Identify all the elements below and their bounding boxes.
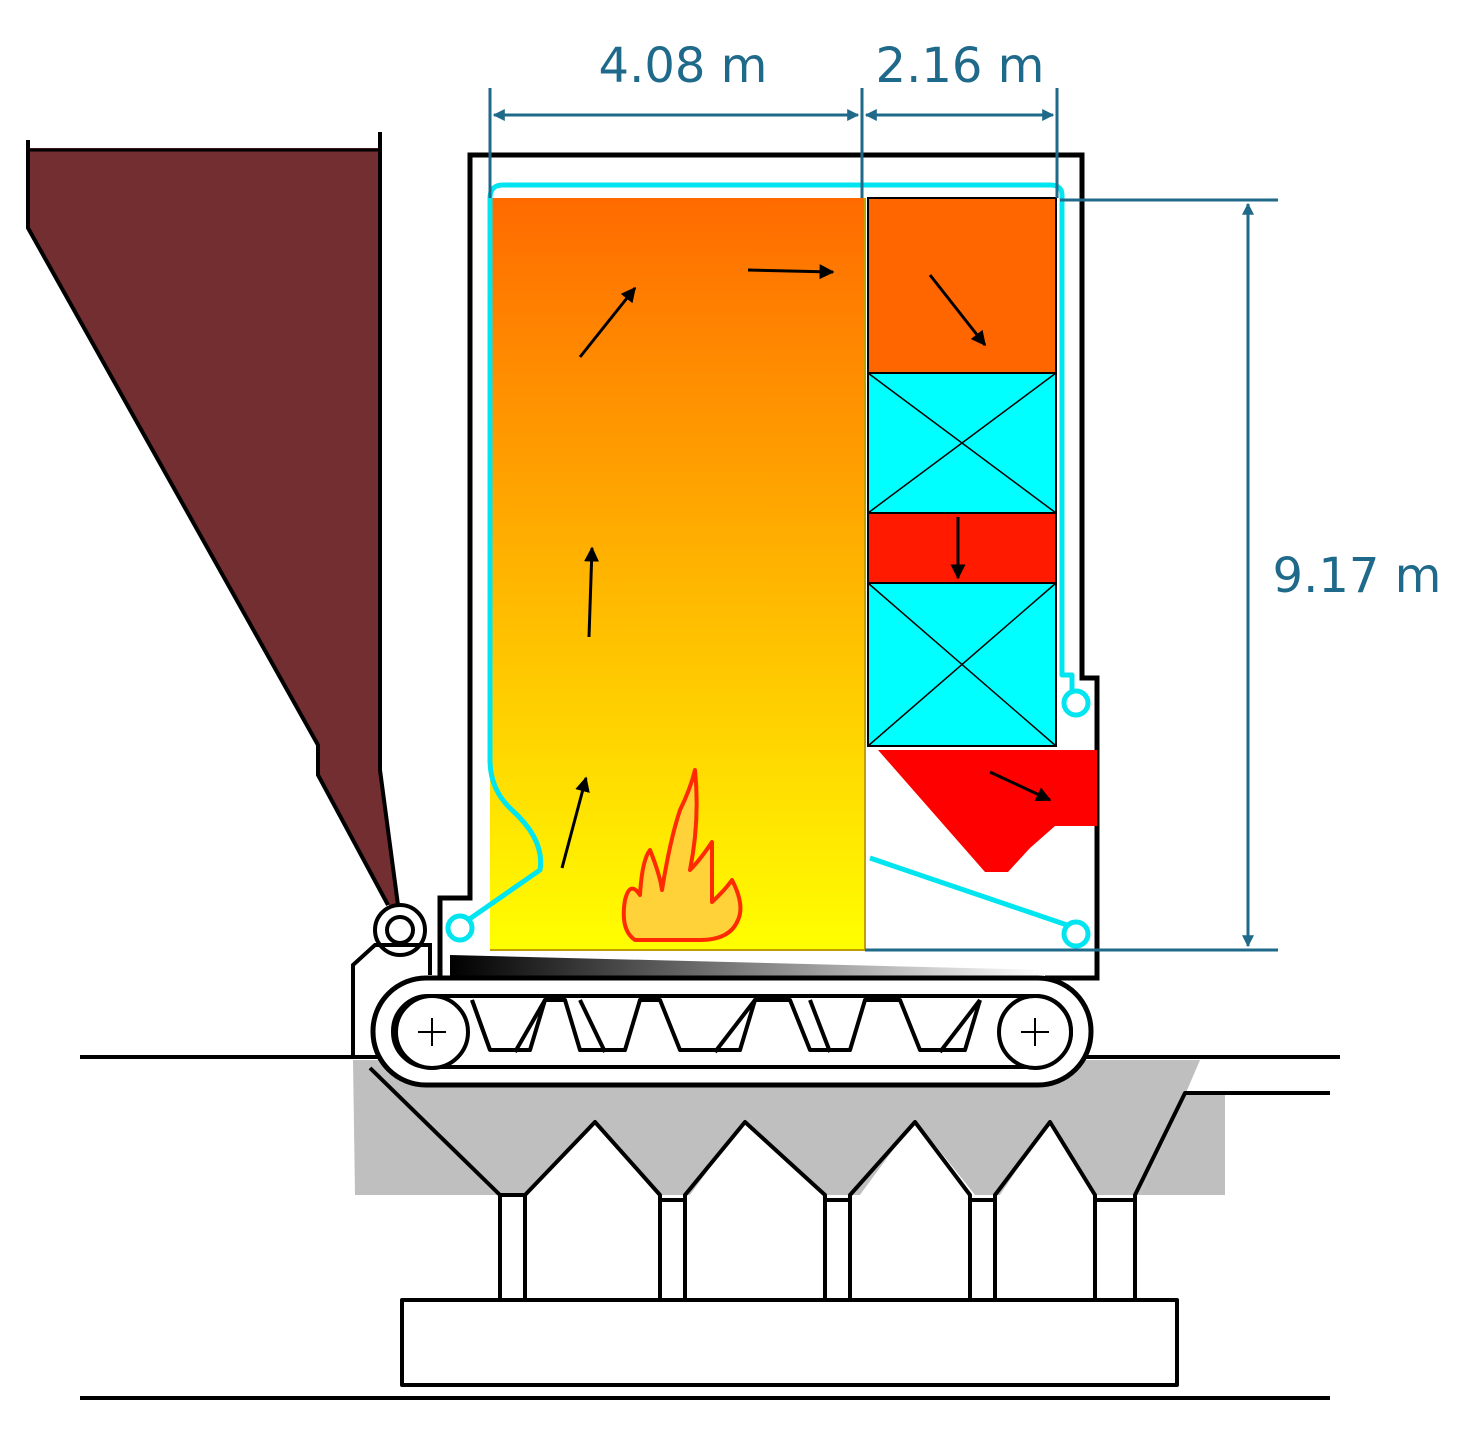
dimension-lines <box>488 88 1278 952</box>
dimension-label-height: 9.17 m <box>1273 548 1442 604</box>
flue-gas-outlet <box>878 750 1097 872</box>
ash-pit <box>353 1060 1225 1195</box>
flow-arrow-icon <box>584 546 600 638</box>
dimension-label-furnace-width: 4.08 m <box>599 38 768 94</box>
sprocket-right <box>997 994 1073 1070</box>
sprocket-left <box>394 994 470 1070</box>
flow-arrow-icon <box>747 264 835 280</box>
flow-arrow-icon <box>578 286 637 358</box>
flow-arrow-icon <box>928 274 987 347</box>
flow-arrows <box>560 264 1052 869</box>
flame-icon <box>621 768 743 942</box>
ash-hoppers <box>368 1066 1330 1387</box>
feeder-casing <box>351 943 432 1055</box>
flue-zone-top <box>867 197 1057 374</box>
heat-exchanger-lower <box>867 582 1057 747</box>
chain-grate <box>370 955 1094 1088</box>
heat-exchanger-upper <box>867 372 1057 514</box>
flow-arrow-icon <box>560 776 590 869</box>
dimension-label-convection-width: 2.16 m <box>876 38 1045 94</box>
flow-arrow-icon <box>989 770 1052 802</box>
flue-zone-middle <box>867 512 1057 584</box>
fuel-hopper <box>26 132 427 957</box>
